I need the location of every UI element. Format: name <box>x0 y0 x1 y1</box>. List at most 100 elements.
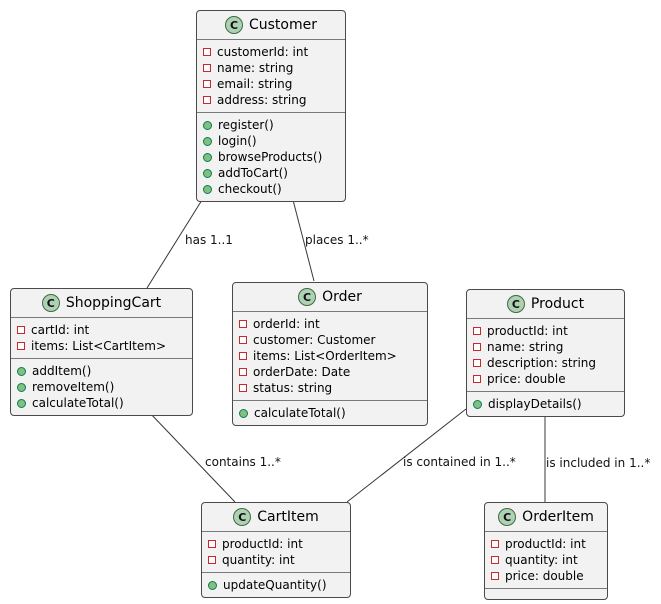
method-label: checkout() <box>218 182 282 196</box>
attribute-label: status: string <box>253 381 333 395</box>
class-orderitem: C OrderItem productId: int quantity: int… <box>484 502 608 600</box>
attribute-row: cartId: int <box>17 322 186 338</box>
field-icon <box>203 80 211 88</box>
field-icon <box>239 384 247 392</box>
method-label: removeItem() <box>32 380 115 394</box>
field-icon <box>208 540 216 548</box>
field-icon <box>473 327 481 335</box>
methods-compartment: updateQuantity() <box>202 572 350 597</box>
method-icon <box>203 168 212 178</box>
class-customer-header: C Customer <box>197 11 345 39</box>
class-name: Order <box>322 289 362 305</box>
edge-customer-order <box>292 199 315 282</box>
edge-shoppingcart-cartitem <box>148 411 236 503</box>
attribute-label: productId: int <box>505 537 586 551</box>
class-icon: C <box>498 508 517 526</box>
attribute-row: email: string <box>203 76 339 92</box>
attribute-row: productId: int <box>208 536 344 552</box>
field-icon <box>203 96 211 104</box>
method-row: login() <box>203 133 339 149</box>
field-icon <box>491 572 499 580</box>
attribute-row: items: List<CartItem> <box>17 338 186 354</box>
method-icon <box>473 399 482 409</box>
field-icon <box>239 320 247 328</box>
field-icon <box>203 64 211 72</box>
attribute-row: items: List<OrderItem> <box>239 348 421 364</box>
method-label: displayDetails() <box>488 397 582 411</box>
field-icon <box>491 540 499 548</box>
field-icon <box>239 336 247 344</box>
field-icon <box>208 556 216 564</box>
attribute-label: price: double <box>505 569 584 583</box>
attribute-row: orderDate: Date <box>239 364 421 380</box>
method-row: removeItem() <box>17 379 186 395</box>
method-row: addToCart() <box>203 165 339 181</box>
method-row: browseProducts() <box>203 149 339 165</box>
attribute-row: name: string <box>203 60 339 76</box>
method-label: updateQuantity() <box>223 578 327 592</box>
attribute-label: items: List<CartItem> <box>31 339 166 353</box>
attribute-label: quantity: int <box>505 553 578 567</box>
class-product-header: C Product <box>467 290 624 318</box>
attribute-row: productId: int <box>473 323 618 339</box>
attributes-compartment: productId: int quantity: int <box>202 531 350 572</box>
field-icon <box>17 342 25 350</box>
method-icon <box>203 120 212 130</box>
attribute-row: name: string <box>473 339 618 355</box>
methods-compartment: register() login() browseProducts() addT… <box>197 112 345 201</box>
class-orderitem-header: C OrderItem <box>485 503 607 531</box>
attribute-row: customer: Customer <box>239 332 421 348</box>
method-row: addItem() <box>17 363 186 379</box>
method-label: calculateTotal() <box>32 396 124 410</box>
attribute-row: customerId: int <box>203 44 339 60</box>
attribute-label: cartId: int <box>31 323 90 337</box>
attribute-label: items: List<OrderItem> <box>253 349 397 363</box>
attribute-row: price: double <box>473 371 618 387</box>
method-icon <box>17 398 26 408</box>
attribute-label: email: string <box>217 77 293 91</box>
attribute-label: productId: int <box>487 324 568 338</box>
method-icon <box>203 184 212 194</box>
attribute-row: status: string <box>239 380 421 396</box>
method-label: calculateTotal() <box>254 406 346 420</box>
method-row: register() <box>203 117 339 133</box>
class-icon: C <box>233 508 252 526</box>
class-customer: C Customer customerId: int name: string … <box>196 10 346 202</box>
method-icon <box>17 366 26 376</box>
attribute-label: customerId: int <box>217 45 309 59</box>
attributes-compartment: customerId: int name: string email: stri… <box>197 39 345 112</box>
class-shoppingcart: C ShoppingCart cartId: int items: List<C… <box>10 288 193 416</box>
class-icon: C <box>224 16 243 34</box>
edge-label-is-included-in: is included in 1..* <box>546 456 651 470</box>
edge-customer-shoppingcart <box>146 199 203 289</box>
edge-label-has: has 1..1 <box>185 233 233 247</box>
attribute-label: orderDate: Date <box>253 365 351 379</box>
edge-label-is-contained-in: is contained in 1..* <box>403 455 516 469</box>
field-icon <box>473 343 481 351</box>
attribute-row: productId: int <box>491 536 601 552</box>
method-row: calculateTotal() <box>239 405 421 421</box>
edge-label-contains: contains 1..* <box>205 455 281 469</box>
class-name: OrderItem <box>522 509 594 525</box>
methods-compartment: addItem() removeItem() calculateTotal() <box>11 358 192 415</box>
field-icon <box>17 326 25 334</box>
attribute-label: name: string <box>487 340 564 354</box>
class-icon: C <box>41 294 60 312</box>
methods-compartment: calculateTotal() <box>233 400 427 425</box>
attribute-row: quantity: int <box>208 552 344 568</box>
class-name: Product <box>530 296 585 312</box>
field-icon <box>239 368 247 376</box>
class-product: C Product productId: int name: string de… <box>466 289 625 417</box>
attribute-label: name: string <box>217 61 294 75</box>
attribute-row: price: double <box>491 568 601 584</box>
attributes-compartment: orderId: int customer: Customer items: L… <box>233 311 427 400</box>
attributes-compartment: cartId: int items: List<CartItem> <box>11 317 192 358</box>
method-icon <box>17 382 26 392</box>
attribute-label: productId: int <box>222 537 303 551</box>
attribute-label: address: string <box>217 93 307 107</box>
methods-compartment-empty <box>485 588 607 599</box>
method-row: displayDetails() <box>473 396 618 412</box>
attribute-label: quantity: int <box>222 553 295 567</box>
